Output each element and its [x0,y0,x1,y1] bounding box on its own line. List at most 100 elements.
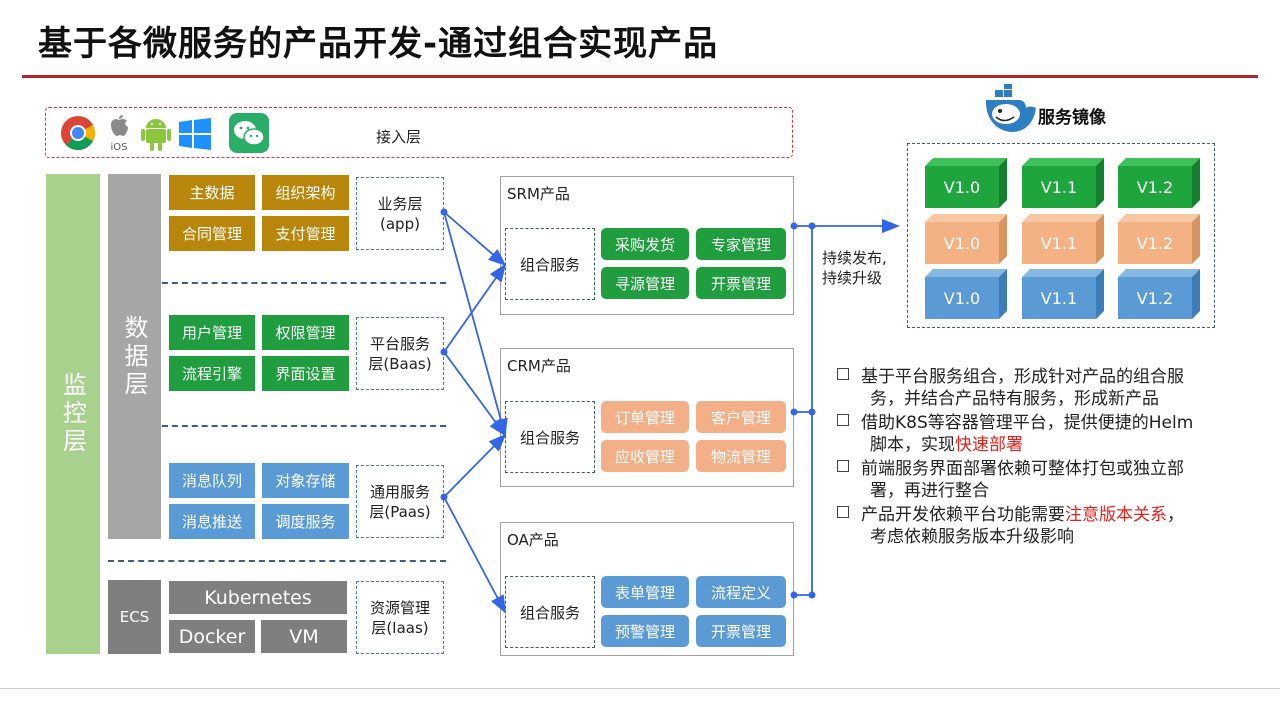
business-layer-name: 业务层 [377,194,423,213]
product-name: CRM产品 [507,357,571,375]
image-version-cube: V1.0 [925,158,1007,208]
platform-layer-name: 平台服务 [369,334,430,353]
data-layer-label: 数据层 [120,314,148,399]
docker-whale-icon [982,84,1038,136]
image-version-cube: V1.1 [1022,269,1104,319]
image-version-cube: V1.0 [925,269,1007,319]
monitor-layer-label: 监控层 [58,372,87,456]
checkbox-icon [837,460,849,472]
image-version-label: V1.2 [1136,233,1174,253]
product-tile: 开票管理 [696,267,786,299]
product-tile: 应收管理 [601,440,689,472]
product-tile: 表单管理 [601,576,689,608]
windows-icon [178,117,212,151]
platform-tile: 权限管理 [262,315,349,350]
bullet-item: 前端服务界面部署依赖可整体打包或独立部 署，再进行整合 [837,458,1257,502]
monitor-layer-column: 监控层 [46,174,100,654]
ios-label: iOS [110,142,128,153]
image-version-label: V1.1 [1040,233,1078,253]
bullet-text: 署，再进行整合 [870,481,989,501]
bullet-item: 产品开发依赖平台功能需要注意版本关系， 考虑依赖服务版本升级影响 [837,504,1257,548]
image-version-cube: V1.2 [1118,158,1200,208]
layer-separator [162,282,446,284]
layer-separator [108,560,446,562]
business-layer-label: 业务层(app) [356,177,444,250]
image-version-label: V1.0 [943,177,981,197]
access-layer-box [45,107,793,158]
footer-divider [0,688,1280,689]
release-line: 持续发布, [822,249,887,267]
business-tile: 合同管理 [169,216,255,251]
release-label: 持续发布, 持续升级 [822,248,887,288]
common-tile: 调度服务 [262,504,349,539]
business-layer-code: (app) [380,214,420,233]
wechat-icon [229,113,269,153]
product-tile: 开票管理 [696,615,786,647]
common-tile: 消息队列 [169,463,255,498]
bullet-text: 前端服务界面部署依赖可整体打包或独立部 [861,459,1184,479]
bullet-text: 产品开发依赖平台功能需要 [861,505,1065,525]
title-divider [22,75,1258,78]
business-tile: 支付管理 [262,216,349,251]
data-layer-column: 数据层 [108,174,161,539]
resource-tile-kubernetes: Kubernetes [169,581,347,614]
bullet-list: 基于平台服务组合，形成针对产品的组合服 务，并结合产品特有服务，形成新产品 借助… [837,366,1257,548]
product-tile: 客户管理 [696,401,786,433]
image-version-label: V1.2 [1136,288,1174,308]
chrome-icon [60,115,96,151]
platform-tile: 界面设置 [262,356,349,391]
bullet-highlight: 注意版本关系 [1065,505,1167,525]
bullet-text: ， [1167,505,1184,525]
image-version-cube: V1.0 [925,214,1007,264]
image-version-label: V1.1 [1040,177,1078,197]
bullet-text: 脚本，实现 [870,435,955,455]
common-tile: 对象存储 [262,463,349,498]
image-version-label: V1.2 [1136,177,1174,197]
checkbox-icon [837,368,849,380]
product-tile: 订单管理 [601,401,689,433]
image-version-label: V1.0 [943,233,981,253]
checkbox-icon [837,414,849,426]
resource-layer-code: 层(Iaas) [371,618,429,637]
product-tile: 采购发货 [601,228,689,260]
common-layer-name: 通用服务 [369,482,430,501]
resource-layer-name: 资源管理 [369,598,430,617]
release-line: 持续升级 [822,269,883,287]
resource-tile-docker: Docker [169,620,255,653]
platform-tile: 用户管理 [169,315,255,350]
common-layer-label: 通用服务层(Paas) [356,465,444,538]
business-tile: 组织架构 [262,175,349,210]
image-repo-box [907,143,1215,328]
product-tile: 流程定义 [696,576,786,608]
image-version-cube: V1.2 [1118,214,1200,264]
checkbox-icon [837,506,849,518]
page-title: 基于各微服务的产品开发-通过组合实现产品 [38,24,719,64]
resource-tile-vm: VM [261,620,347,653]
product-name: OA产品 [507,531,559,549]
product-tile: 物流管理 [696,440,786,472]
platform-layer-code: 层(Baas) [368,354,432,373]
access-layer-label: 接入层 [376,128,422,146]
product-tile: 预警管理 [601,615,689,647]
bullet-text: 借助K8S等容器管理平台，提供便捷的Helm [861,413,1194,433]
product-name: SRM产品 [507,185,570,203]
apple-icon: iOS [104,114,134,154]
product-tile: 寻源管理 [601,267,689,299]
product-tile: 专家管理 [696,228,786,260]
business-tile: 主数据 [169,175,255,210]
bullet-text: 基于平台服务组合，形成针对产品的组合服 [861,367,1184,387]
bullet-item: 借助K8S等容器管理平台，提供便捷的Helm 脚本，实现快速部署 [837,412,1257,456]
common-tile: 消息推送 [169,504,255,539]
bullet-text: 考虑依赖服务版本升级影响 [870,527,1074,547]
image-version-cube: V1.2 [1118,269,1200,319]
image-version-cube: V1.1 [1022,214,1104,264]
bullet-item: 基于平台服务组合，形成针对产品的组合服 务，并结合产品特有服务，形成新产品 [837,366,1257,410]
resource-layer-label: 资源管理层(Iaas) [356,581,444,654]
ecs-column: ECS [108,580,161,654]
image-version-label: V1.0 [943,288,981,308]
bullet-text: 务，并结合产品特有服务，形成新产品 [870,389,1159,409]
image-version-cube: V1.1 [1022,158,1104,208]
layer-separator [162,425,446,427]
android-icon [140,115,172,153]
